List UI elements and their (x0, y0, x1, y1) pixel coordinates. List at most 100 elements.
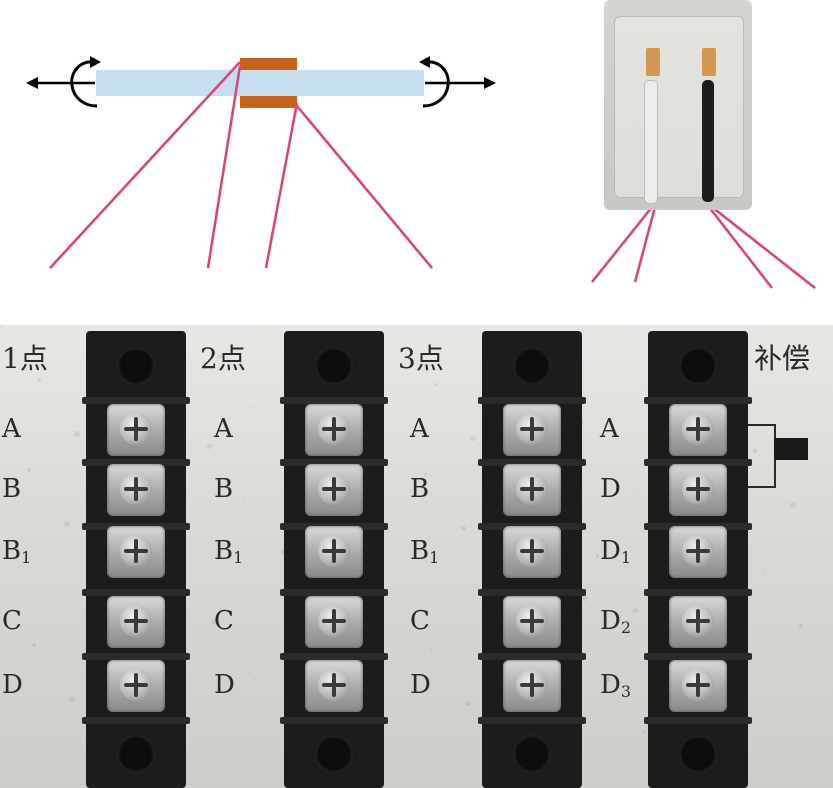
terminal-screw[interactable] (669, 404, 727, 456)
separator-rail (82, 397, 190, 404)
terminal-label-letter: A (214, 414, 233, 444)
separator-rail (478, 459, 586, 466)
terminal-label-letter: B (410, 474, 430, 504)
terminal-label: B1 (2, 536, 31, 567)
strain-gauge-element-left (646, 48, 660, 76)
panel-speck (434, 383, 437, 386)
mounting-hole-top (284, 331, 384, 401)
separator-rail (478, 589, 586, 596)
terminal-strip (644, 331, 752, 788)
terminal-screw[interactable] (503, 596, 561, 648)
screw-head (120, 535, 152, 567)
terminal-screw[interactable] (669, 660, 727, 712)
screw-head (516, 413, 548, 445)
terminal-label-subscript: 1 (620, 548, 632, 567)
screw-head (516, 535, 548, 567)
panel-speck (790, 502, 796, 508)
black-lead-wire (702, 80, 714, 202)
terminal-label: D1 (600, 536, 631, 567)
terminal-screw[interactable] (107, 526, 165, 578)
separator-rail (644, 717, 752, 724)
panel-speck (64, 521, 70, 527)
panel-speck (424, 473, 427, 476)
separator-rail (644, 653, 752, 660)
screw-head (516, 605, 548, 637)
terminal-label-subscript: 2 (620, 618, 632, 637)
right-force-arrow (425, 77, 496, 89)
screw-head (516, 473, 548, 505)
terminal-label-letter: A (2, 414, 21, 444)
strain-gauge-bottom (240, 96, 297, 108)
terminal-screw[interactable] (503, 660, 561, 712)
terminal-strip (280, 331, 388, 788)
mounting-hole-top-opening (117, 347, 155, 385)
terminal-label-letter: B (410, 536, 430, 566)
terminal-screw[interactable] (305, 596, 363, 648)
mounting-hole-bottom (86, 719, 186, 788)
screw-head (682, 669, 714, 701)
terminal-screw[interactable] (503, 404, 561, 456)
terminal-label: D2 (600, 606, 631, 637)
panel-speck (0, 325, 2, 327)
strain-gauge-element-right (702, 48, 716, 76)
separator-rail (644, 459, 752, 466)
terminal-label-letter: D (600, 536, 621, 566)
panel-speck (37, 378, 41, 382)
separator-rail (478, 653, 586, 660)
gauge-leader-lines (49, 61, 433, 269)
terminal-screw[interactable] (107, 464, 165, 516)
terminal-label: D (2, 670, 23, 700)
terminal-screw[interactable] (107, 404, 165, 456)
terminal-screw[interactable] (503, 526, 561, 578)
screw-head (318, 605, 350, 637)
panel-speck (605, 677, 611, 683)
terminal-label: B (2, 474, 21, 504)
terminal-label-letter: D (600, 670, 621, 700)
panel-speck (217, 354, 222, 359)
screw-head (318, 669, 350, 701)
terminal-screw[interactable] (107, 596, 165, 648)
panel-speck (471, 436, 476, 441)
terminal-label: B1 (214, 536, 243, 567)
terminal-label: A (600, 414, 619, 444)
terminal-label-subscript: 1 (233, 548, 244, 567)
separator-rail (280, 589, 388, 596)
mounting-hole-bottom-opening (679, 735, 717, 773)
terminal-label: A (214, 414, 233, 444)
mounting-hole-bottom (284, 719, 384, 788)
screw-head (682, 473, 714, 505)
terminal-label: D (214, 670, 235, 700)
panel-speck (753, 449, 757, 453)
terminal-block-title: 补偿 (754, 342, 811, 375)
terminal-screw[interactable] (305, 660, 363, 712)
terminal-screw[interactable] (669, 526, 727, 578)
terminal-screw[interactable] (305, 404, 363, 456)
terminal-label: D (410, 670, 431, 700)
specimen-beam (96, 70, 424, 96)
terminal-screw[interactable] (107, 660, 165, 712)
terminal-screw[interactable] (669, 464, 727, 516)
terminal-label-letter: D (600, 474, 621, 504)
terminal-screw[interactable] (669, 596, 727, 648)
screw-head (120, 473, 152, 505)
screw-head (516, 669, 548, 701)
panel-speck (212, 619, 217, 624)
terminal-label: D (600, 474, 621, 504)
separator-rail (280, 717, 388, 724)
terminal-label-letter: B (2, 474, 22, 504)
panel-speck (69, 696, 75, 702)
terminal-block-title: 2点 (200, 342, 246, 375)
terminal-screw[interactable] (503, 464, 561, 516)
terminal-screw[interactable] (305, 464, 363, 516)
mounting-hole-bottom-opening (117, 735, 155, 773)
mounting-hole-top (482, 331, 582, 401)
terminal-screw[interactable] (305, 526, 363, 578)
mounting-hole-bottom-opening (513, 735, 551, 773)
mounting-hole-top (86, 331, 186, 401)
terminal-label-letter: C (410, 606, 430, 636)
terminal-strip (82, 331, 190, 788)
left-moment-arrow (70, 56, 101, 108)
